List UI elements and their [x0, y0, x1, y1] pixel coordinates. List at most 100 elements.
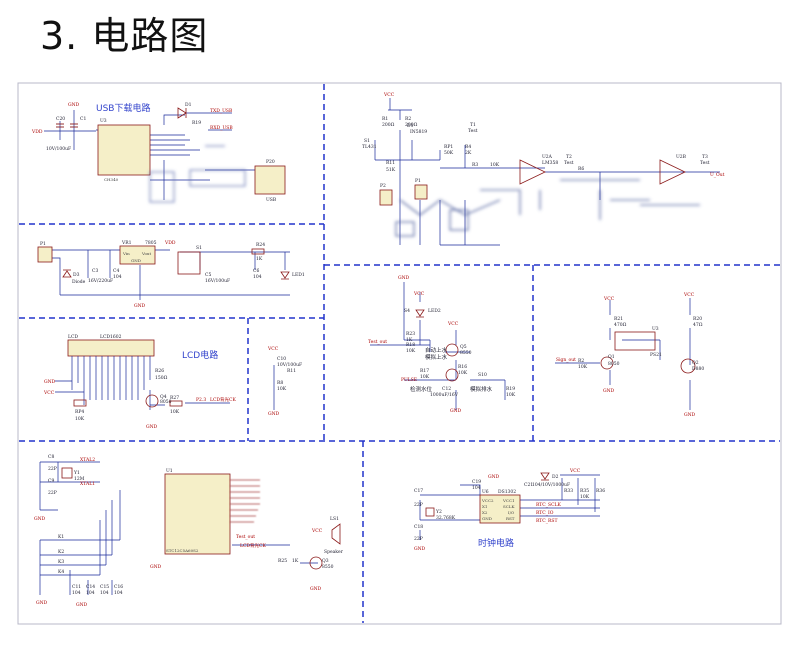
lcd-r8-value: 10K [277, 386, 287, 392]
sensor-p1-label: P1 [415, 178, 421, 184]
mcu-gnd2-label: GND [36, 600, 48, 606]
r27-resistor [169, 400, 183, 407]
mcu-c11-label: C11 [72, 584, 81, 590]
relay-r-label: R2 [578, 358, 584, 364]
mcu-chip-label: STC12C5A60S2 [166, 548, 199, 553]
sensor-r1-label: R1 [382, 116, 388, 122]
usb-vdd-label: VDD [31, 129, 43, 135]
usb-blurred-parts [149, 145, 246, 203]
water-gnd2-label: GND [450, 408, 462, 414]
water-pulse-label: PULSE [401, 377, 417, 383]
clock-r36-label: R36 [596, 488, 605, 494]
mcu-r25-label: R25 [278, 558, 287, 564]
usb-c1-label: C1 [80, 116, 86, 122]
usb-capacitors [56, 123, 78, 128]
sensor-t2-label: T2 [566, 154, 572, 160]
water-s4-label: S4 [404, 308, 410, 314]
power-c5-value: 16V/100uF [205, 278, 230, 284]
clock-crystal-y2 [425, 507, 435, 517]
water-vcc-label: VCC [413, 291, 425, 297]
clock-x1-pin: X1 [482, 504, 487, 509]
sensor-r3-label: R3 [472, 162, 478, 168]
r24-resistor [251, 248, 265, 255]
lcd-right-gnd-label: GND [268, 411, 280, 417]
sensor-labels: VCC R1 200Ω R2 200Ω D1 IN5819 S1 TL431 R… [362, 92, 725, 189]
lcd-vcc-label: VCC [43, 390, 55, 396]
sensor-r2-value: 200Ω [405, 122, 418, 128]
usb-section-title: USB下载电路 [96, 102, 150, 114]
sensor-vcc-label: VCC [383, 92, 395, 98]
water-drain-label: 模拟排水 [470, 385, 493, 393]
opamp-u2b [659, 159, 686, 185]
sensor-p2-label: P2 [380, 183, 386, 189]
sensor-r2-label: R2 [405, 116, 411, 122]
lcd-section-title: LCD电路 [182, 349, 218, 361]
clock-gnd2-label: GND [488, 474, 500, 480]
power-switch [177, 251, 201, 275]
sensor-t1-test: Test [468, 128, 478, 134]
led2-symbol [415, 309, 425, 318]
mcu-ls-label: LS1 [330, 516, 339, 522]
mcu-y1-label: Y1 [73, 470, 80, 476]
mcu-c9-label: C9 [48, 478, 54, 484]
water-c12-label: C12 [442, 386, 451, 392]
q-detect-transistor [445, 368, 459, 382]
power-c4-value: 104 [113, 274, 122, 280]
power-diode-label: Diode [72, 279, 86, 285]
sensor-s-label: S1 [364, 138, 370, 144]
mcu-c14-value: 104 [86, 590, 95, 596]
sensor-d-label: D1 [407, 123, 414, 129]
mcu-gnd-label: GND [34, 516, 46, 522]
lcd-r11-label: R11 [287, 368, 296, 374]
lcd-q-label: Q4 [160, 394, 167, 400]
mcu-k1-label: K1 [58, 534, 64, 540]
water-labels: GND VCC S4 LED2 R23 1K R18 10K VCC Q5 85… [368, 275, 516, 414]
power-led-symbol [280, 271, 290, 280]
power-reg-gnd-label: GND [131, 258, 141, 263]
clock-c21-label: C21 [524, 482, 533, 488]
mcu-u1-label: U1 [166, 468, 173, 474]
relay-r21-value: 470Ω [614, 322, 627, 328]
usb-connector-label: USB [266, 197, 277, 203]
mcu-q3-value: 8550 [322, 564, 334, 570]
mcu-c16-value: 104 [114, 590, 123, 596]
mcu-xtal2-label: XTAL2 [80, 457, 95, 463]
clock-gnd-pin: GND [482, 516, 492, 521]
water-r23-value: 1K [406, 337, 413, 343]
power-d3-label: D3 [73, 272, 80, 278]
clock-c21-value: 104/10V/1000uF [532, 482, 570, 488]
power-p1-label: P1 [40, 241, 46, 247]
water-r16-value: 10K [458, 370, 468, 376]
power-c6-value: 104 [253, 274, 262, 280]
water-r17-label: R17 [420, 368, 429, 374]
clock-sclk-pin: SCLK [503, 504, 515, 509]
relay-vcc-label: VCC [603, 296, 615, 302]
power-vr-label: VR1 [121, 240, 132, 246]
clock-c17-value: 22P [414, 502, 423, 508]
relay-q1-label: Q1 [608, 354, 615, 360]
relay-sign-label: Sign_out [556, 357, 576, 363]
relay-q1-value: 8050 [608, 361, 620, 367]
page-title: 3. 电路图 [40, 14, 209, 58]
clock-r35-label: R35 [580, 488, 589, 494]
clock-y2-value: 32.768K [436, 515, 456, 521]
usb-c20-label: C20 [56, 116, 65, 122]
usb-c1-value: 10V/100uF [46, 146, 71, 152]
clock-c18-label: C18 [414, 524, 423, 530]
mcu-vcc-label: VCC [311, 528, 323, 534]
lcd-1602-label: LCD1602 [100, 334, 122, 340]
water-s10-label: S10 [478, 372, 487, 378]
clock-rst-pin: RST [506, 516, 515, 521]
power-c5-label: C5 [205, 272, 211, 278]
lcd-transistor [145, 394, 159, 408]
sensor-r11-label: R11 [386, 160, 395, 166]
mcu-xtal1-label: XTAL1 [80, 481, 95, 487]
power-labels: P1 D3 Diode C3 16V/220uF C4 104 VR1 7805… [40, 240, 305, 309]
clock-c17-label: C17 [414, 488, 423, 494]
relay-pc-label: PS21 [650, 352, 662, 358]
water-level-circuit: GND VCC S4 LED2 R23 1K R18 10K VCC Q5 85… [368, 275, 516, 414]
optocoupler-u3 [614, 331, 656, 351]
water-r17-value: 10K [420, 374, 430, 380]
usb-d1-label: D1 [185, 102, 192, 108]
